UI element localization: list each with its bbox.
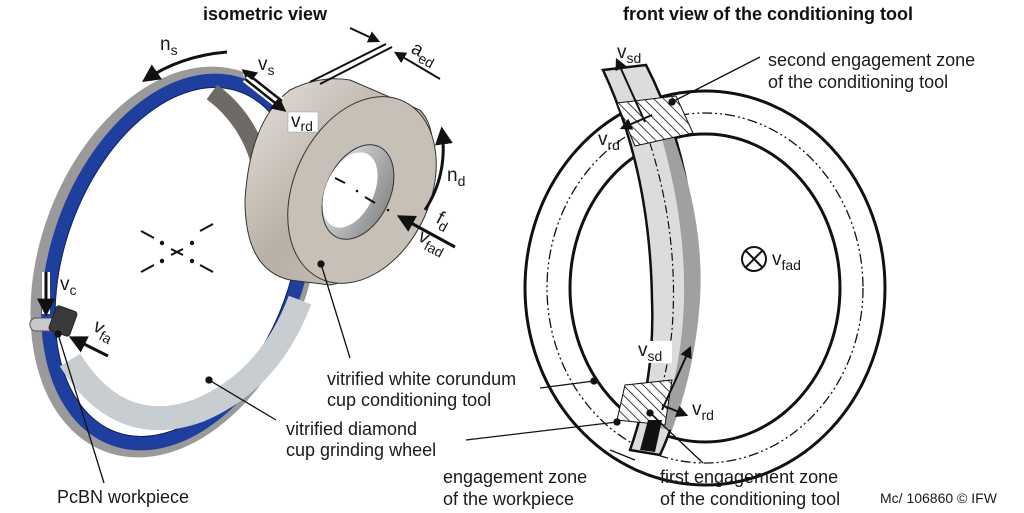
symbol-vsd-bottom: vsd — [638, 340, 662, 364]
aed-dimension — [309, 27, 441, 85]
pcbn-workpiece — [29, 305, 78, 337]
label-grinding-wheel-line1: vitrified diamond — [286, 419, 417, 439]
label-grinding-wheel-line2: cup grinding wheel — [286, 440, 436, 460]
label-conditioning-tool-line1: vitrified white corundum — [327, 369, 516, 389]
symbol-vs: vs — [258, 54, 275, 78]
symbol-vfa: vfa — [88, 316, 118, 347]
label-first-zone-line2: of the conditioning tool — [660, 489, 840, 509]
credit-text: Mc/ 106860 © IFW — [880, 490, 998, 506]
symbol-aed: aed — [406, 38, 440, 71]
label-workpiece-zone-line2: of the workpiece — [443, 489, 574, 509]
ns-arrow — [142, 50, 228, 83]
vfa-arrow — [68, 336, 109, 358]
leader-lines-front — [465, 56, 761, 464]
vrd-label-box — [287, 111, 319, 133]
vsd-bottom-arrow — [661, 345, 692, 411]
front-view-title: front view of the conditioning tool — [623, 4, 913, 24]
label-conditioning-tool-line2: cup conditioning tool — [327, 390, 491, 410]
front-view-rings — [523, 89, 887, 487]
symbol-vrd-bottom: vrd — [692, 399, 714, 423]
vsd-top-arrow — [615, 57, 646, 123]
symbol-vrd-iso: vrd — [291, 111, 313, 134]
label-second-zone-line2: of the conditioning tool — [768, 72, 948, 92]
label-first-zone-line1: first engagement zone — [660, 467, 838, 487]
vs-vrd-arrows — [241, 69, 287, 112]
symbol-vfad-front: vfad — [772, 249, 801, 273]
fd-vfad-arrow — [396, 215, 456, 249]
label-workpiece-zone-line1: engagement zone — [443, 467, 587, 487]
symbol-nd: nd — [447, 165, 465, 189]
into-page-icon — [741, 246, 767, 272]
wheel-center-mark — [140, 223, 214, 273]
symbol-vrd-top: vrd — [598, 129, 620, 153]
isometric-view-title: isometric view — [203, 4, 328, 24]
symbol-fd: fd — [431, 208, 454, 235]
label-pcbn-workpiece: PcBN workpiece — [57, 487, 189, 507]
symbol-vc: vc — [60, 274, 77, 298]
symbol-vsd-top: vsd — [617, 42, 641, 66]
vsd-label-box — [638, 341, 672, 363]
leader-lines-isometric — [54, 260, 351, 484]
vrd-bottom-arrow — [661, 404, 689, 417]
nd-arrow — [423, 126, 453, 211]
symbol-ns: ns — [160, 34, 178, 58]
label-second-zone-line1: second engagement zone — [768, 50, 975, 70]
vrd-top-arrow — [619, 114, 653, 130]
first-engagement-zone — [616, 379, 673, 452]
second-engagement-zone — [616, 95, 694, 147]
